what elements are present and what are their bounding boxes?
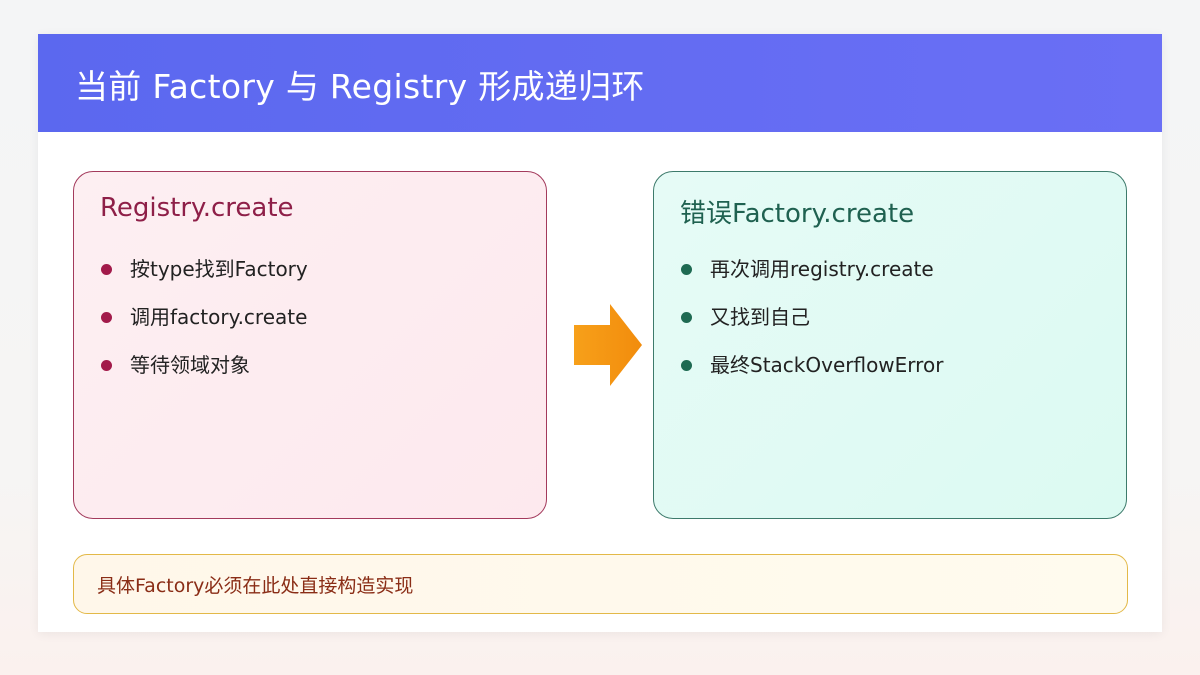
wrong-factory-create-steps: 再次调用registry.create 又找到自己 最终StackOverflo…	[681, 255, 943, 399]
slide-title: 当前 Factory 与 Registry 形成递归环	[75, 67, 645, 106]
list-item: 按type找到Factory	[101, 255, 308, 303]
list-item-text: 又找到自己	[710, 305, 810, 329]
list-item-text: 等待领域对象	[130, 353, 250, 377]
implementation-note: 具体Factory必须在此处直接构造实现	[73, 554, 1128, 614]
registry-create-steps: 按type找到Factory 调用factory.create 等待领域对象	[101, 255, 308, 399]
bullet-dot-icon	[681, 264, 692, 275]
registry-create-panel: Registry.create 按type找到Factory 调用factory…	[73, 171, 547, 519]
list-item-text: 按type找到Factory	[130, 257, 308, 281]
wrong-factory-create-title: 错误Factory.create	[680, 199, 915, 229]
list-item: 等待领域对象	[101, 351, 308, 399]
bullet-dot-icon	[101, 360, 112, 371]
list-item-text: 调用factory.create	[130, 305, 308, 329]
list-item: 又找到自己	[681, 303, 943, 351]
implementation-note-text: 具体Factory必须在此处直接构造实现	[97, 575, 414, 597]
registry-create-title: Registry.create	[100, 193, 294, 223]
list-item: 最终StackOverflowError	[681, 351, 943, 399]
title-bar: 当前 Factory 与 Registry 形成递归环	[38, 34, 1162, 132]
list-item-text: 再次调用registry.create	[710, 257, 934, 281]
bullet-dot-icon	[681, 312, 692, 323]
list-item: 再次调用registry.create	[681, 255, 943, 303]
bullet-dot-icon	[101, 312, 112, 323]
right-arrow-icon	[574, 304, 642, 386]
bullet-dot-icon	[101, 264, 112, 275]
bullet-dot-icon	[681, 360, 692, 371]
list-item-text: 最终StackOverflowError	[710, 353, 944, 377]
slide: 当前 Factory 与 Registry 形成递归环 Registry.cre…	[38, 34, 1162, 632]
list-item: 调用factory.create	[101, 303, 308, 351]
wrong-factory-create-panel: 错误Factory.create 再次调用registry.create 又找到…	[653, 171, 1127, 519]
